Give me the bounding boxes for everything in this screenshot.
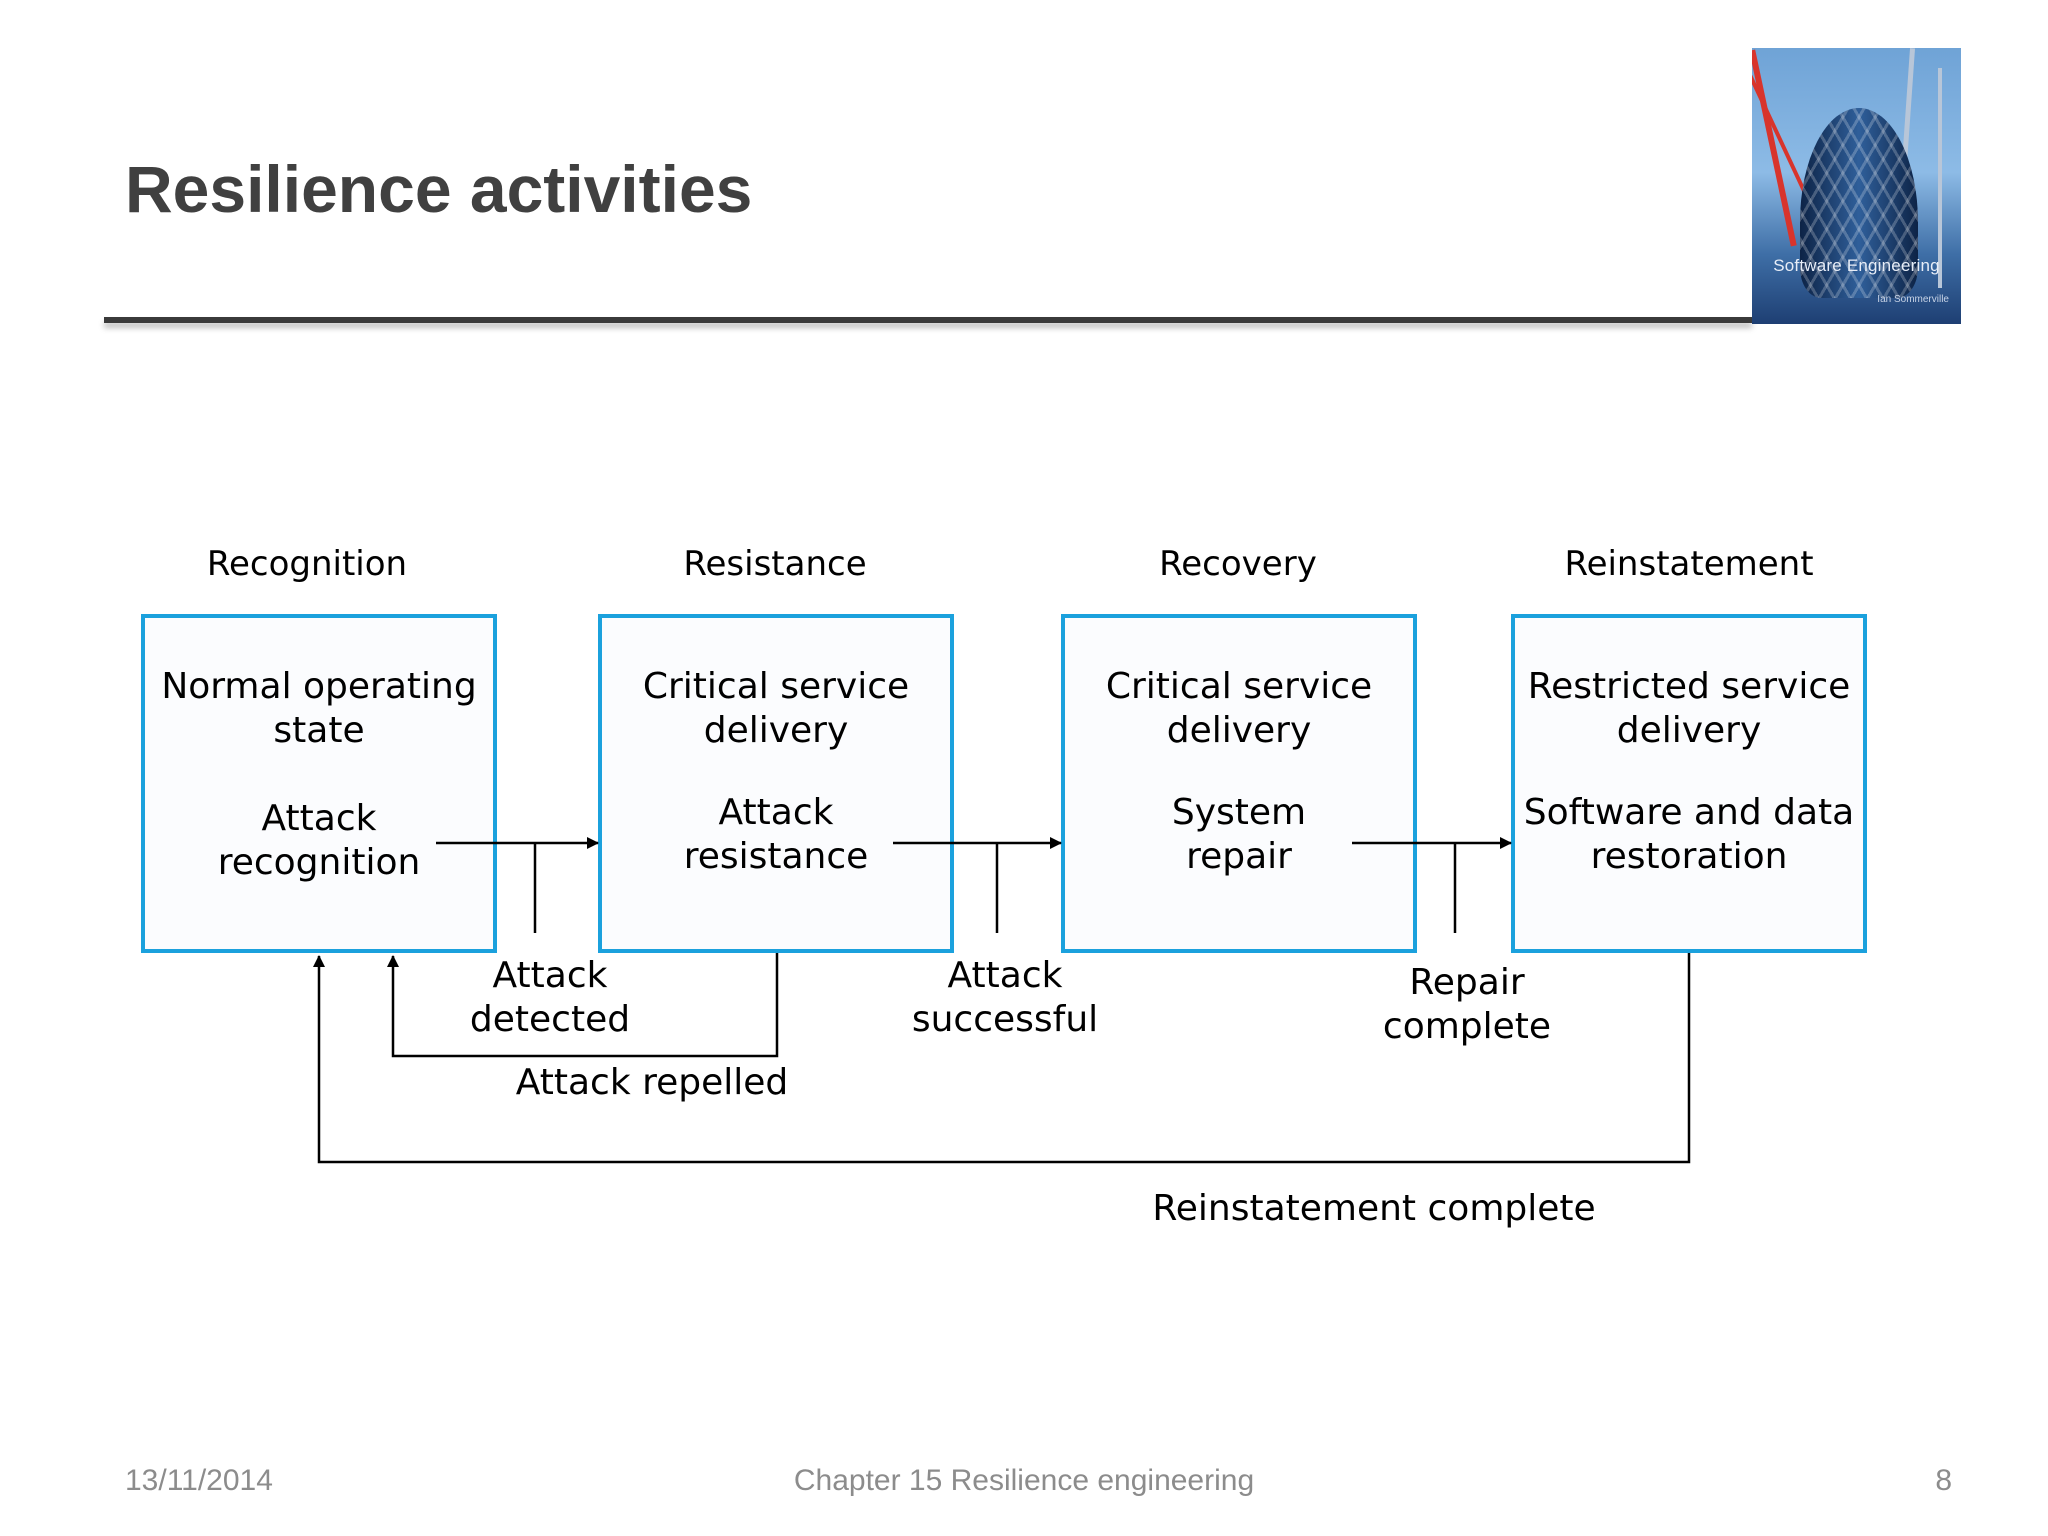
stage-state-recognition-line1: Normal operating (161, 666, 476, 707)
transition-label-successful-line2: successful (912, 999, 1098, 1040)
stage-state-reinstatement-line1: Restricted service (1528, 666, 1851, 707)
stage-heading-recognition: Recognition (207, 544, 407, 584)
transition-label-repair-line2: complete (1383, 1006, 1551, 1047)
transition-label-detected-line2: detected (470, 999, 630, 1040)
feedback-path-reinstatement-complete (313, 953, 1691, 1164)
stage-state-reinstatement-line2: delivery (1617, 710, 1762, 751)
stage-state-resistance-line2: delivery (704, 710, 849, 751)
footer-page-number: 8 (1935, 1464, 1952, 1497)
stage-activity-recognition-line2: recognition (218, 842, 421, 883)
stage-activity-reinstatement-line2: restoration (1591, 836, 1788, 877)
stage-activity-reinstatement-line1: Software and data (1524, 792, 1854, 833)
feedback-label-reinstatement-complete: Reinstatement complete (1152, 1188, 1595, 1229)
stage-heading-resistance: Resistance (683, 544, 866, 584)
cover-author: Ian Sommerville (1877, 294, 1949, 305)
transition-label-detected-line1: Attack (493, 955, 608, 996)
cover-title: Software Engineering (1773, 256, 1940, 275)
stage-activity-resistance-line1: Attack (719, 792, 834, 833)
stage-state-resistance-line1: Critical service (643, 666, 909, 707)
book-cover-image: Software Engineering Ian Sommerville (1752, 48, 1961, 324)
stage-activity-recognition-line1: Attack (262, 798, 377, 839)
building-graphic (1800, 108, 1918, 298)
stage-activity-resistance-line2: resistance (684, 836, 869, 877)
title-divider (104, 317, 1752, 323)
stage-box-reinstatement (1511, 614, 1867, 953)
transition-label-successful-line1: Attack (948, 955, 1063, 996)
stage-box-recognition (141, 614, 497, 953)
stage-state-recovery-line1: Critical service (1106, 666, 1372, 707)
stage-state-recognition-line2: state (273, 710, 364, 751)
stage-activity-recovery-line2: repair (1186, 836, 1292, 877)
transition-label-repair-line1: Repair (1409, 962, 1524, 1003)
stage-activity-recovery-line1: System (1172, 792, 1306, 833)
stage-box-resistance (598, 614, 954, 953)
slide-title: Resilience activities (125, 152, 753, 226)
stage-box-recovery (1061, 614, 1417, 953)
stage-heading-recovery: Recovery (1159, 544, 1317, 584)
stage-state-recovery-line2: delivery (1167, 710, 1312, 751)
stage-heading-reinstatement: Reinstatement (1564, 544, 1813, 584)
feedback-label-attack-repelled: Attack repelled (516, 1062, 789, 1103)
footer-chapter: Chapter 15 Resilience engineering (793, 1464, 1255, 1497)
footer-date: 13/11/2014 (125, 1464, 273, 1497)
feedback-path-attack-repelled (387, 953, 779, 1058)
